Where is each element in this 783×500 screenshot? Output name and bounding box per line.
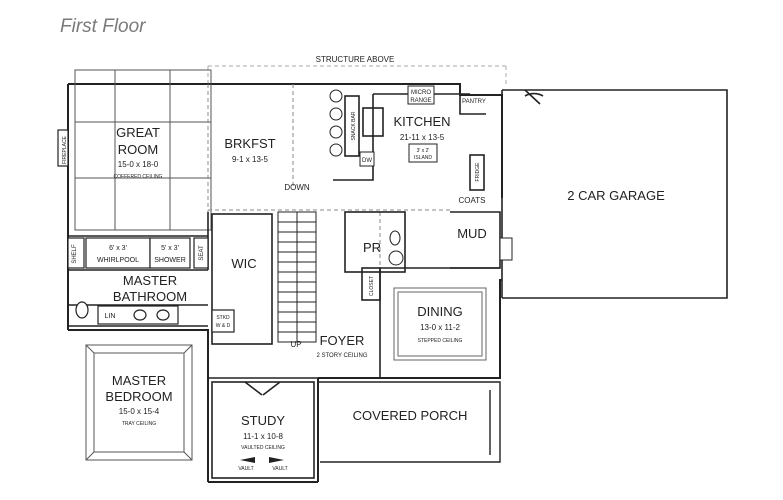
pantry-label: PANTRY	[462, 99, 486, 105]
up-label: UP	[290, 340, 301, 349]
lin-label: LIN	[105, 313, 116, 320]
whirlpool-label: WHIRLPOOL	[97, 257, 139, 264]
svg-text:FOYER: FOYER	[320, 333, 365, 348]
pr-fixtures	[388, 230, 404, 266]
svg-text:2 STORY CEILING: 2 STORY CEILING	[316, 353, 367, 359]
svg-text:KITCHEN: KITCHEN	[393, 114, 450, 129]
svg-text:DINING: DINING	[417, 304, 463, 319]
garage-walls	[501, 89, 728, 299]
range-label: RANGE	[410, 98, 431, 104]
master-bedroom-label: MASTER BEDROOM 15-0 x 15-4 TRAY CEILING	[105, 373, 172, 427]
micro-label: MICRO	[411, 90, 431, 96]
dining-ceiling	[393, 287, 487, 361]
study-walls	[211, 381, 315, 479]
shower-size: 5' x 3'	[161, 245, 179, 252]
mud-door	[499, 237, 513, 261]
down-label: DOWN	[284, 183, 310, 192]
foyer-label: FOYER 2 STORY CEILING	[316, 333, 367, 359]
master-bedroom-ceiling	[85, 344, 193, 461]
page-title: First Floor	[60, 16, 146, 37]
stkd-label: STKD	[216, 315, 230, 321]
great-room-coffer	[74, 69, 212, 231]
svg-text:STUDY: STUDY	[241, 413, 285, 428]
svg-text:ROOM: ROOM	[118, 142, 158, 157]
wd-label: W & D	[216, 323, 231, 329]
coats-label: COATS	[459, 196, 486, 205]
svg-text:MASTER: MASTER	[123, 273, 177, 288]
shelf-label: SHELF	[72, 244, 78, 264]
dining-label: DINING 13-0 x 11-2 STEPPED CEILING	[417, 304, 463, 344]
svg-text:STEPPED CEILING: STEPPED CEILING	[418, 338, 463, 344]
snack-bar-stools	[329, 89, 343, 157]
whirlpool-size: 6' x 3'	[109, 245, 127, 252]
bathroom-fixtures	[67, 237, 235, 333]
svg-text:15-0 x 15-4: 15-0 x 15-4	[119, 407, 160, 416]
dw-box	[359, 151, 375, 167]
fridge-label: FRIDGE	[475, 162, 481, 182]
structure-above-outline	[207, 65, 507, 84]
great-room-label: GREAT ROOM 15-0 x 18-0 COFFERED CEILING	[114, 125, 163, 180]
master-bathroom-label: MASTER BATHROOM	[113, 273, 187, 304]
shower-label: SHOWER	[154, 257, 186, 264]
covered-porch-label: COVERED PORCH	[353, 408, 468, 423]
vault-right-arrow	[269, 457, 284, 463]
svg-text:GREAT: GREAT	[116, 125, 160, 140]
kitchen-label: KITCHEN 21-11 x 13-5	[393, 114, 450, 142]
pr-label: PR	[363, 240, 381, 255]
seat-label: SEAT	[199, 245, 205, 261]
island	[408, 143, 438, 163]
svg-text:MASTER: MASTER	[112, 373, 166, 388]
stairs	[277, 211, 317, 343]
wic-label: WIC	[231, 256, 256, 271]
garage-label: 2 CAR GARAGE	[567, 188, 665, 203]
dw-label: DW	[362, 158, 372, 164]
svg-text:BEDROOM: BEDROOM	[105, 389, 172, 404]
svg-text:15-0 x 18-0: 15-0 x 18-0	[118, 160, 159, 169]
island-size: 3' x 2'	[417, 148, 430, 154]
svg-text:COFFERED CEILING: COFFERED CEILING	[114, 174, 163, 180]
island-label: ISLAND	[414, 155, 432, 161]
study-label: STUDY 11-1 x 10-8 VAULTED CEILING	[241, 413, 285, 451]
svg-text:TRAY CEILING: TRAY CEILING	[122, 421, 156, 427]
svg-text:9-1 x 13-5: 9-1 x 13-5	[232, 155, 269, 164]
fireplace	[57, 129, 69, 167]
svg-text:13-0 x 11-2: 13-0 x 11-2	[420, 323, 460, 332]
closet-label: CLOSET	[369, 276, 375, 296]
svg-text:BRKFST: BRKFST	[224, 136, 275, 151]
fireplace-label: FIREPLACE	[62, 135, 68, 163]
structure-above-label: STRUCTURE ABOVE	[316, 55, 395, 64]
micro-range-box	[407, 85, 435, 105]
svg-text:21-11 x 13-5: 21-11 x 13-5	[400, 133, 445, 142]
vault-left-label: VAULT	[238, 466, 253, 472]
svg-text:BATHROOM: BATHROOM	[113, 289, 187, 304]
svg-text:11-1 x 10-8: 11-1 x 10-8	[243, 432, 283, 441]
svg-text:VAULTED CEILING: VAULTED CEILING	[241, 445, 285, 451]
brkfst-label: BRKFST 9-1 x 13-5	[224, 136, 275, 164]
vault-left-arrow	[240, 457, 255, 463]
covered-porch-outline	[318, 381, 501, 463]
vault-right-label: VAULT	[272, 466, 287, 472]
mud-label: MUD	[457, 226, 487, 241]
snack-bar-label: SNACK BAR	[351, 111, 357, 140]
